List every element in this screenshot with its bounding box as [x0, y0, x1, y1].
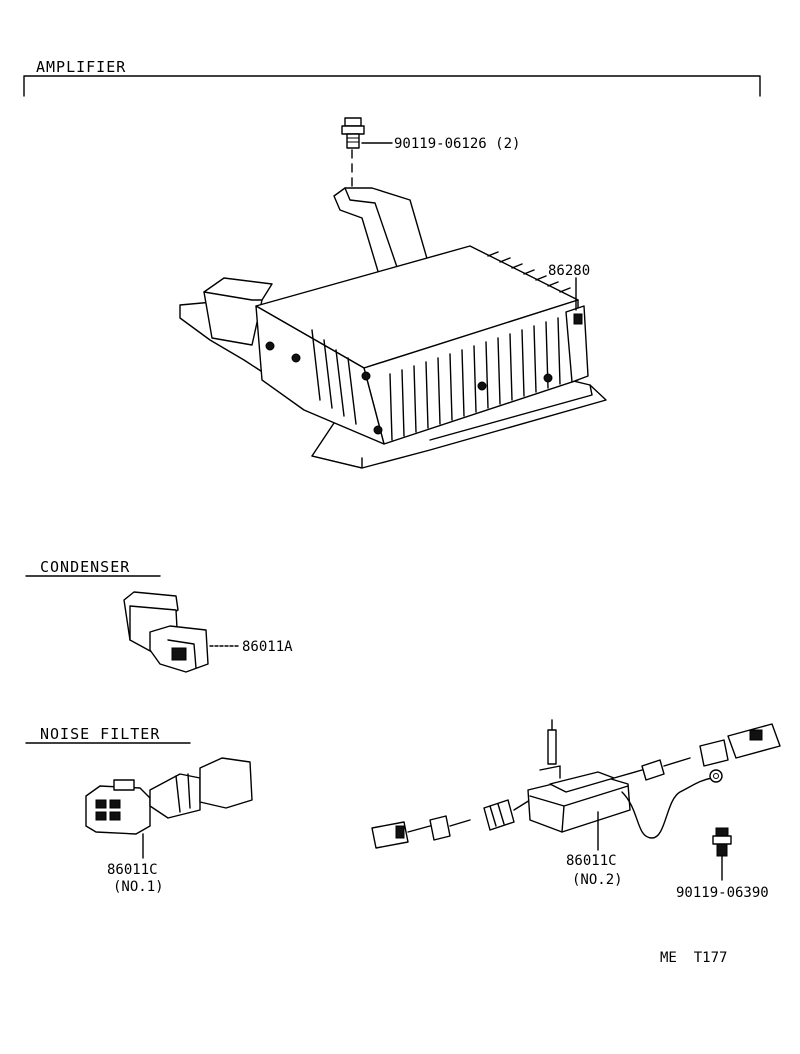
- section-title-condenser: CONDENSER: [40, 558, 130, 576]
- part-number-condenser: 86011A: [242, 639, 293, 655]
- noise-filter-no1-icon: [85, 757, 253, 835]
- bolt-90119-06390-icon: [712, 827, 732, 857]
- part-number-amplifier: 86280: [548, 263, 590, 279]
- section-title-amplifier: AMPLIFIER: [36, 58, 126, 76]
- noise-filter-section: NOISE FILTER 86011C (NO.1): [25, 719, 781, 901]
- noise-filter-no2-icon: [371, 719, 781, 849]
- part-number-noise-filter-no2: 86011C: [566, 853, 617, 869]
- bolt-90119-06126-icon: [341, 117, 365, 191]
- condenser-icon: [123, 591, 209, 673]
- part-number-bolt-top: 90119-06126 (2): [394, 136, 520, 152]
- section-title-noise-filter: NOISE FILTER: [40, 725, 160, 743]
- heat-sink-fins: [389, 317, 561, 441]
- part-number-noise-filter-no1: 86011C: [107, 862, 158, 878]
- condenser-section: CONDENSER 86011A: [25, 558, 293, 673]
- part-number-noise-filter-no2-sub: (NO.2): [572, 872, 623, 888]
- amplifier-section-bracket: [23, 75, 761, 97]
- figure-code: ME T177: [660, 950, 727, 966]
- amplifier-unit-icon: [179, 187, 607, 469]
- part-number-noise-filter-no1-sub: (NO.1): [113, 879, 164, 895]
- amplifier-section: AMPLIFIER 90119-06126 (2): [23, 58, 761, 469]
- part-number-bolt-bottom: 90119-06390: [676, 885, 769, 901]
